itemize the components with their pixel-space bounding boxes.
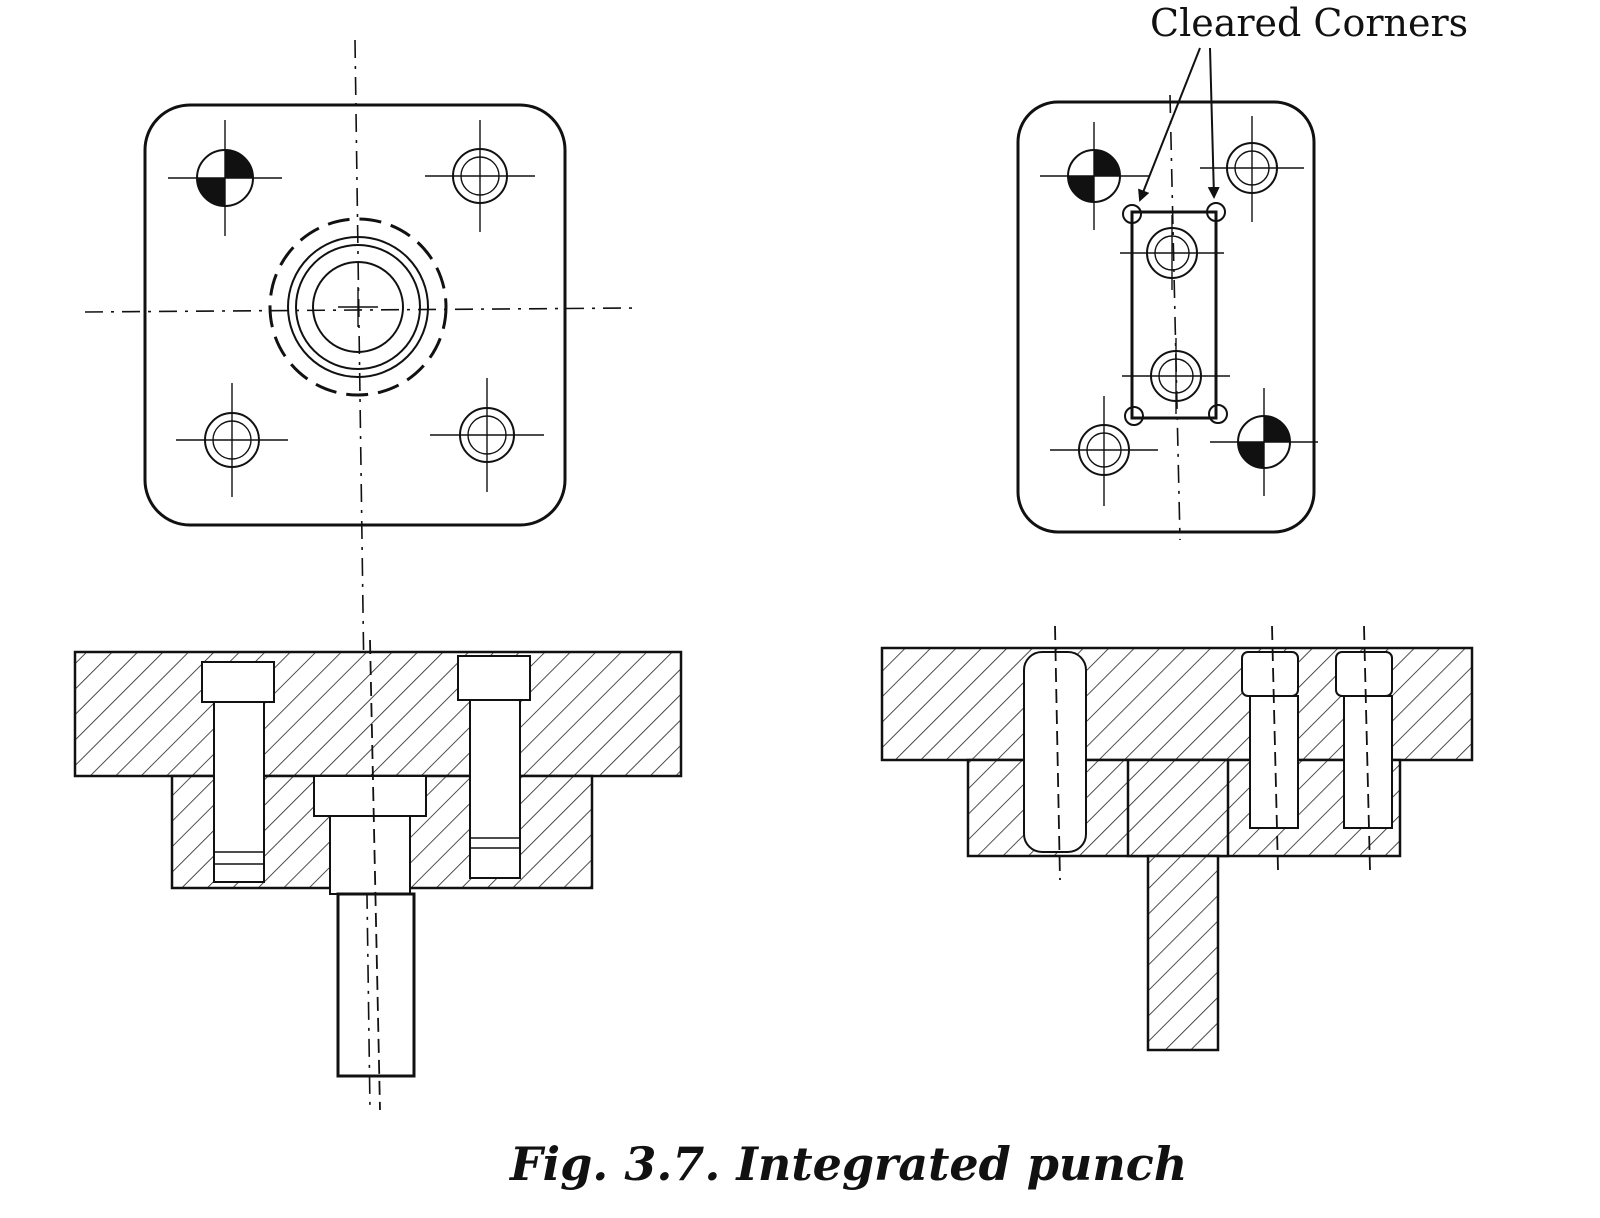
right-dowel-pin-section — [1023, 651, 1087, 853]
right-section-view — [880, 625, 1474, 1052]
right-screw-hole-top-right — [1200, 116, 1304, 222]
left-punch-plate-outline — [143, 103, 567, 527]
punch-head-section — [313, 775, 427, 817]
punch-body-section — [329, 815, 411, 895]
left-screw-head-b — [457, 655, 531, 701]
left-horizontal-centerline — [84, 307, 636, 313]
left-top-plate-section — [73, 650, 683, 778]
cleared-corners-leader-right — [1207, 47, 1220, 199]
right-vertical-centerline — [1169, 94, 1181, 541]
left-screw-shank-a — [213, 701, 265, 883]
left-vertical-centerline — [354, 39, 371, 1111]
cleared-corner-top-left — [1122, 204, 1142, 224]
cleared-corner-bottom-right — [1208, 404, 1228, 424]
cleared-corners-leader-left — [1138, 47, 1201, 202]
punch-screw-hole-lower — [1122, 338, 1230, 414]
punch-screw-hole-upper — [1120, 215, 1224, 290]
punch-head-dashed-circle — [268, 217, 448, 397]
right-dowel-pin-symbol-top — [1040, 122, 1150, 230]
rectangular-punch-outline — [1130, 210, 1218, 420]
left-plan-view — [84, 39, 636, 1111]
left-dowel-pin-symbol — [168, 120, 282, 236]
punch-head-outer-circle — [287, 236, 429, 378]
right-punch-plate-outline — [1016, 100, 1316, 534]
right-plan-view: Cleared Corners — [1016, 1, 1468, 541]
integrated-punch-body-section — [1126, 758, 1230, 858]
cleared-corners-label: Cleared Corners — [1150, 1, 1468, 45]
left-section-centerline — [369, 639, 381, 1111]
left-screw-hole-top-right — [425, 120, 535, 232]
right-screw-head-a — [1241, 651, 1299, 697]
punch-head-mid-circle — [295, 244, 421, 370]
figure-caption: Fig. 3.7. Integrated punch — [508, 1137, 1187, 1191]
left-screw-hole-bottom-left — [176, 383, 288, 497]
punch-shank-circle — [312, 261, 404, 353]
cleared-corner-bottom-left — [1124, 406, 1144, 426]
left-screw-hole-bottom-right — [430, 378, 544, 492]
left-screw-shank-b — [469, 699, 521, 879]
left-screw-head-a — [201, 661, 275, 703]
left-section-view — [73, 639, 683, 1111]
right-dowel-pin-symbol-bottom — [1210, 388, 1318, 496]
right-screw-hole-bottom-left — [1050, 396, 1158, 506]
integrated-punch-shank-section — [1146, 854, 1220, 1052]
cleared-corner-top-right — [1206, 202, 1226, 222]
